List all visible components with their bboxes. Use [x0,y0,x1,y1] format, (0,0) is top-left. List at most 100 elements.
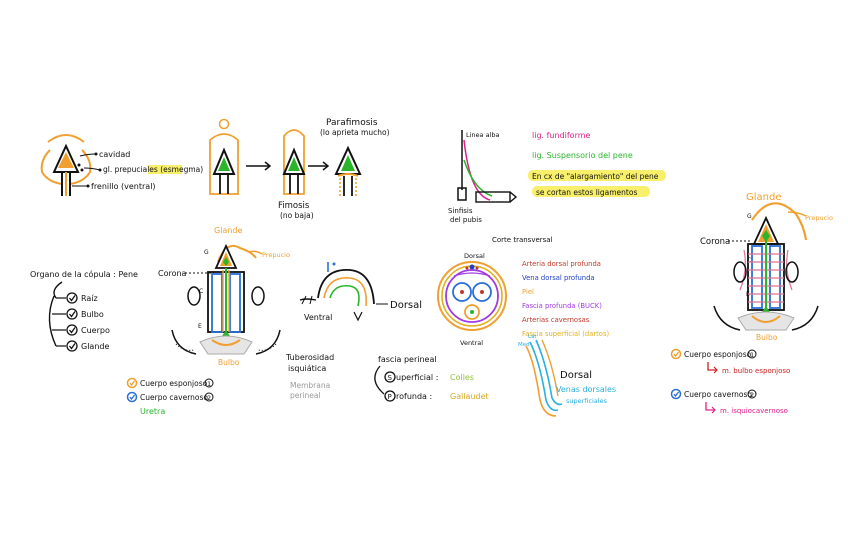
check-circle-icon [66,324,78,336]
svg-text:Cuerpo esponjoso: Cuerpo esponjoso [140,379,208,388]
legend-cavernoso: Cuerpo cavernoso 2 [126,391,214,403]
label-linea-alba: Linea alba [466,131,500,139]
svg-text:m. isquiocavernoso: m. isquiocavernoso [720,407,788,415]
svg-text:2: 2 [750,391,754,399]
label-glande: Glande [214,226,242,235]
svg-text:2: 2 [207,394,211,402]
svg-text:Cuerpo cavernoso: Cuerpo cavernoso [684,390,752,399]
check-circle-icon [126,377,138,389]
note-line-2: se cortan estos ligamentos [536,188,637,197]
label-venas: Venas dorsales [556,385,616,394]
organo-item-bulbo: Bulbo [66,308,104,320]
label-cavidad: cavidad [99,150,130,159]
label-gl-prepuciales: gl. prepuciales (esmegma) [103,165,203,174]
number-circle-icon [747,389,757,399]
legend-espongioso: Cuerpo esponjoso 1 [126,377,214,389]
cross-legend-item: Arteria dorsal profunda [522,260,601,268]
svg-text:Raíz: Raíz [81,294,98,303]
label-tuberosidad: Tuberosidad [285,353,334,362]
d5-label-glande: Glande [746,192,782,203]
cross-dorsal: Dorsal [464,252,485,260]
svg-text:1: 1 [750,351,754,359]
number-circle-icon [747,349,757,359]
label-colles: Colles [450,373,474,382]
svg-text:S: S [388,374,393,382]
fascia-title: fascia perineal [378,355,437,364]
d5-legend-cavernoso: Cuerpo cavernoso 2 m. isquiocavernoso [670,388,788,415]
cross-section-diagram: Corte transversal Dorsal Ventral [437,236,553,347]
glans-sagittal-diagram: cavidad gl. prepuciales (esmegma) frenil… [40,134,203,196]
check-circle-icon [66,292,78,304]
d5-label-bulbo: Bulbo [756,333,778,342]
note-line-1: En cx de "alargamiento" del pene [532,172,659,181]
coronal-muscle-diagram: Glande Prepucio G Corona C E [670,192,833,415]
sagittal-curve-diagram: Ventral Dorsal Tuberosidad isquiática Me… [285,262,422,400]
svg-text:1: 1 [207,380,211,388]
label-perineal: perineal [290,391,321,400]
ligaments-diagram: Linea alba Sinfisis del pubis lig. fundi… [448,130,666,224]
svg-text:P: P [388,393,392,401]
number-circle-icon [204,392,214,402]
note-highlight-2 [532,186,650,197]
label-frenillo: frenillo (ventral) [91,182,156,191]
d5-legend-espongioso: Cuerpo esponjoso 1 m. bulbo esponjoso [670,348,790,375]
check-circle-icon [670,388,682,400]
label-prepucio: Prepucio [262,251,290,259]
svg-text:Glande: Glande [81,342,109,351]
label-corona: Corona [158,269,187,278]
label-parafimosis-note: (lo aprieta mucho) [320,128,390,137]
d5-label-corona: Corona [700,237,730,247]
label-pubis: del pubis [450,216,482,224]
letter-c: C [199,288,203,295]
letter-g: G [204,249,209,256]
label-ventral: Ventral [304,313,332,322]
label-superficiales: superficiales [566,397,608,405]
svg-text:Cuerpo esponjoso: Cuerpo esponjoso [684,350,752,359]
d5-label-prepucio: Prepucio [805,214,833,222]
phimosis-sequence: Parafimosis (lo aprieta mucho) Fimosis (… [209,118,390,220]
svg-text:Bulbo: Bulbo [81,310,104,319]
cross-legend-item: Vena dorsal profunda [522,274,595,282]
check-circle-icon [126,391,138,403]
organo-item-raiz: Raíz [66,292,98,304]
label-bulbo: Bulbo [218,358,240,367]
esmegma-highlight [148,165,182,174]
letter-circle-icon [384,371,396,383]
label-membrana: Membrana [290,381,330,390]
check-circle-icon [66,308,78,320]
svg-text:Cuerpo: Cuerpo [81,326,110,335]
organo-item-glande: Glande [66,340,109,352]
label-lat: Lat [528,334,537,340]
label-med: Med [518,342,530,348]
label-lig-suspensorio: lig. Suspensorio del pene [532,151,633,160]
label-uretra: Uretra [140,407,165,416]
cross-legend-item: Arterias cavernosas [522,316,590,324]
vein-dorsal: Dorsal [560,370,592,381]
label-gallaudet: Gallaudet [450,392,489,401]
note-highlight-1 [528,170,666,181]
organo-item-cuerpo: Cuerpo [66,324,110,336]
fascia-perineal: fascia perineal S uperficial : Colles P … [374,355,489,402]
letter-e: E [198,323,202,330]
label-fimosis: Fimosis [278,201,310,211]
vein-diagram: Lat Med Dorsal Venas dorsales superficia… [518,334,616,417]
label-profunda: rofunda : [396,392,432,401]
d5-letter-c: C [747,257,751,264]
label-isquiatica: isquiática [288,364,326,373]
label-superficial: uperficial : [396,373,438,382]
check-circle-icon [670,348,682,360]
number-circle-icon [204,378,214,388]
cross-legend-item: Piel [522,288,534,296]
label-sinfisis: Sinfisis [448,207,473,215]
cross-ventral: Ventral [460,339,483,347]
d5-letter-g: G [747,213,752,220]
letter-circle-icon [384,390,396,402]
cross-legend-item: Fascia superficial (dartos) [522,330,609,338]
label-dorsal: Dorsal [390,300,422,311]
label-fimosis-note: (no baja) [280,211,314,220]
svg-text:Cuerpo cavernoso: Cuerpo cavernoso [140,393,208,402]
cross-legend-item: Fascia profunda (BUCK) [522,302,602,310]
